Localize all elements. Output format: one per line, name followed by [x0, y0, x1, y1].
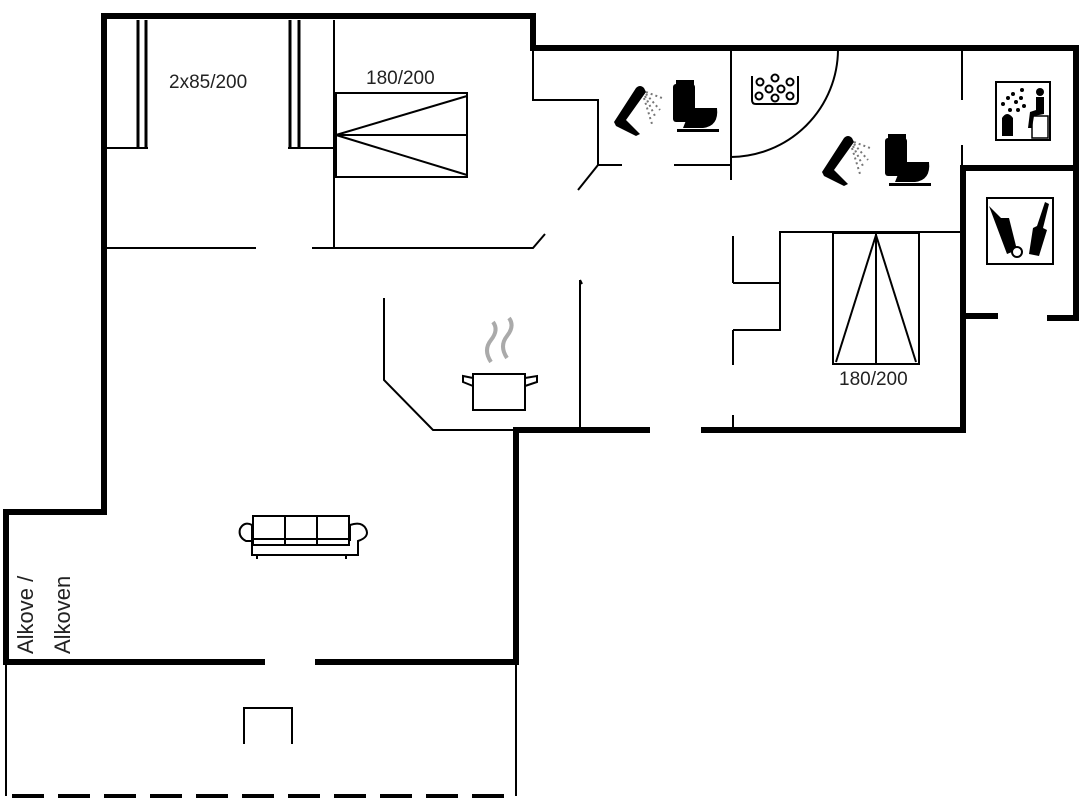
bed-double-2 — [832, 232, 920, 365]
toilet-icon — [885, 134, 931, 186]
alcove-label-line2: Alkoven — [50, 575, 75, 654]
sofa-icon — [238, 515, 368, 559]
bed-double-1 — [335, 92, 468, 178]
bed-label-bedroom-2: 180/200 — [366, 68, 435, 89]
sauna-icon — [995, 81, 1051, 141]
toilet-icon — [673, 80, 719, 132]
exterior-walls — [3, 13, 1079, 665]
interior-walls — [5, 20, 963, 798]
alcove-label-line1: Alkove / — [13, 575, 38, 654]
utility-washer-icon — [986, 197, 1054, 265]
shower-icon — [614, 86, 663, 136]
cooking-pot-icon — [462, 316, 538, 411]
terrace-step-icon — [243, 707, 293, 744]
whirlpool-icon — [751, 73, 799, 105]
bed-label-bedroom-3: 180/200 — [839, 369, 908, 390]
bed-label-bedroom-1: 2x85/200 — [169, 72, 248, 93]
shower-icon — [822, 136, 871, 186]
